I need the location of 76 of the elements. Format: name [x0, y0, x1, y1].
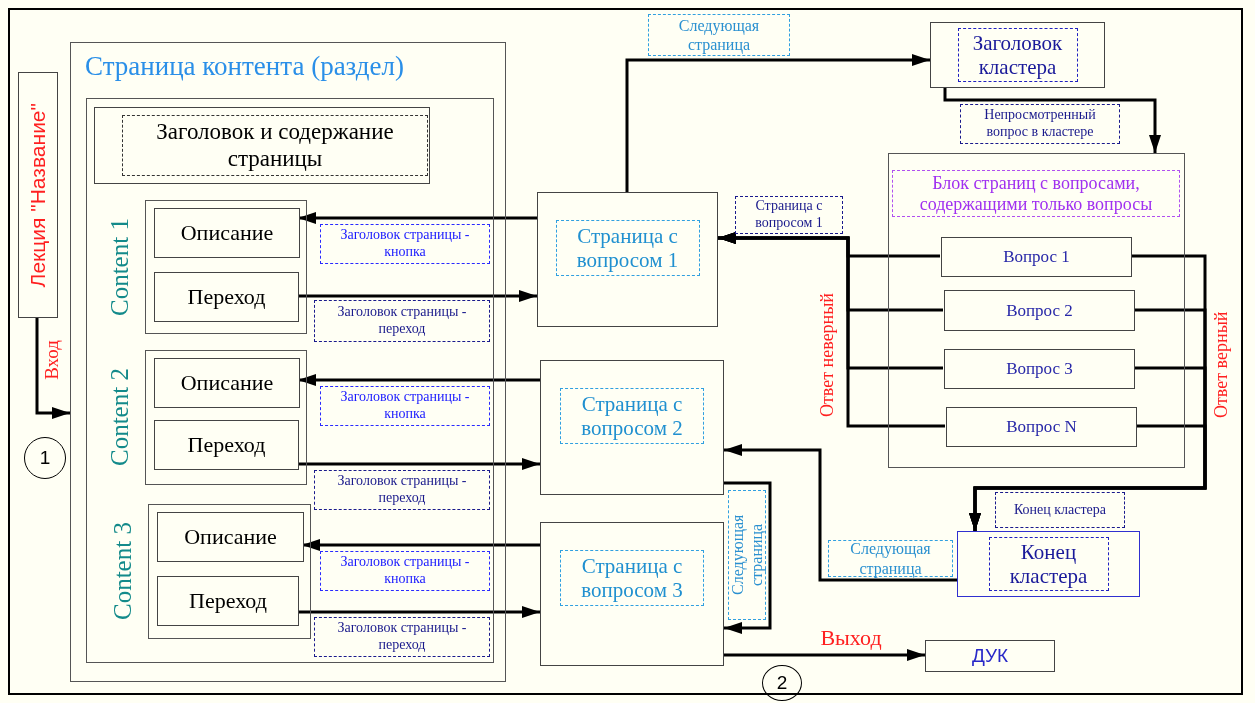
question-page-box — [540, 522, 724, 666]
section-frame — [70, 42, 506, 682]
edge-label: Заголовок страницы - кнопка — [320, 551, 490, 591]
edge-label: Заголовок страницы - переход — [314, 470, 490, 510]
arrow — [297, 606, 540, 618]
node-label: 2 — [776, 672, 788, 694]
node-label: Вопрос 2 — [1006, 300, 1073, 321]
process-box — [154, 358, 300, 408]
process-box — [157, 512, 304, 562]
edge-label: Вход — [41, 339, 63, 382]
node-label: Описание — [184, 524, 277, 550]
arrow — [298, 212, 537, 224]
process-box — [157, 576, 299, 626]
node-label: Вопрос 3 — [1006, 359, 1073, 379]
cluster-box — [957, 531, 1140, 597]
node-label: Переход — [189, 588, 267, 614]
cluster-box — [930, 22, 1105, 88]
question-box — [946, 407, 1137, 447]
edge-label: Заголовок страницы - кнопка — [320, 386, 490, 426]
node-label: Страница с вопросом 1 — [555, 220, 700, 277]
node-label: Переход — [187, 284, 266, 310]
question-box — [944, 349, 1135, 389]
process-box — [154, 420, 299, 470]
arrow — [297, 458, 540, 470]
edge-label: Заголовок страницы - переход — [314, 300, 490, 342]
edge-label: Заголовок страницы - кнопка — [320, 224, 490, 264]
question-box — [944, 290, 1135, 331]
arrow — [969, 424, 1207, 531]
section-frame — [86, 98, 494, 663]
node-label: Заголовок кластера — [957, 28, 1078, 82]
note-text: Ответ неверный — [818, 292, 838, 419]
arrow — [625, 54, 930, 192]
edge-label: Выход — [819, 624, 883, 652]
node-label: Content 1 — [106, 217, 134, 318]
node-label: Страница контента (раздел) — [85, 51, 404, 83]
process-box — [154, 272, 299, 322]
edge-label: Заголовок страницы - переход — [314, 617, 490, 657]
node-label: Страница с вопросом 3 — [560, 550, 704, 607]
node-label: Страница с вопросом 2 — [560, 388, 704, 445]
node-label: Content 3 — [109, 521, 137, 622]
question-block-frame — [888, 153, 1185, 468]
arrow — [724, 649, 925, 661]
edge-label: Непросмотренный вопрос в кластере — [960, 104, 1120, 144]
arrow — [302, 539, 540, 551]
process-box — [925, 640, 1055, 672]
arrow — [35, 318, 70, 419]
edge-label: Страница с вопросом 1 — [735, 196, 843, 234]
node-label: Заголовок и содержание страницы — [122, 115, 428, 176]
node-label: Переход — [187, 432, 266, 458]
node-label: Вопрос N — [1006, 417, 1077, 437]
node-label: Вопрос 1 — [1003, 247, 1070, 267]
arrow — [724, 481, 772, 634]
node-label: Конец кластера — [988, 537, 1109, 591]
note-text: Ответ верный — [1212, 310, 1232, 421]
arrow — [297, 290, 537, 302]
node-label: Описание — [180, 370, 274, 396]
node-label: Описание — [180, 220, 274, 246]
arrow — [298, 374, 540, 386]
node-label: Блок страниц с вопросами, содержащими только вопросы — [892, 170, 1180, 218]
edge-label: Следующая страница — [728, 490, 766, 620]
process-box — [154, 208, 300, 258]
edge-label: Конец кластера — [995, 492, 1125, 528]
node-label: 1 — [39, 447, 51, 469]
arrow — [724, 444, 957, 582]
edge-label: Следующая страница — [648, 14, 790, 56]
header-box — [94, 107, 430, 184]
question-page-box — [540, 360, 724, 495]
lecture-box — [18, 72, 58, 318]
node-label: ДУК — [971, 645, 1009, 667]
arrow — [718, 232, 945, 428]
question-box — [941, 237, 1132, 277]
node-label: Лекция "Название" — [25, 102, 50, 288]
arrow — [943, 88, 1161, 153]
edge-label: Следующая страница — [828, 540, 953, 577]
node-label: Content 2 — [106, 367, 134, 468]
question-page-box — [537, 192, 718, 327]
